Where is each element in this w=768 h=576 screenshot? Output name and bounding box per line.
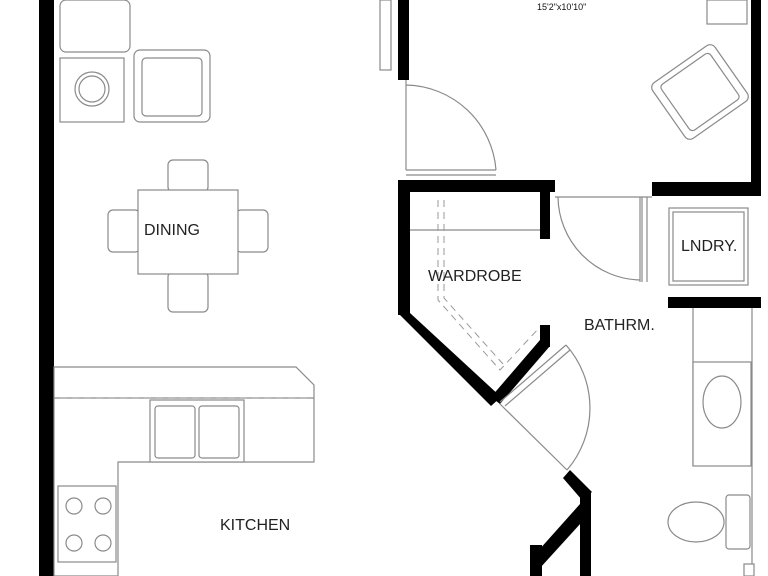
wall-wardrobe-left: [398, 180, 410, 315]
wall-wardrobe-diagonal: [398, 313, 501, 406]
dining-set: [107, 159, 269, 313]
toilet-tank: [725, 494, 751, 550]
exterior-wall-right: [751, 0, 761, 196]
nightstand: [706, 0, 748, 25]
burner-icon-4: [94, 534, 112, 552]
entry-threshold: [499, 403, 568, 471]
entry-door-leaf-2: [504, 349, 571, 407]
room-labels: DINING WARDROBE LNDRY. BATHRM. KITCHEN 1…: [144, 2, 737, 534]
upper-left-furniture: [59, 0, 211, 123]
wall-laundry-bottom: [668, 297, 761, 308]
wardrobe-rod-dashed-2: [443, 200, 504, 365]
wall-entry-vertical: [580, 492, 591, 576]
wall-laundry-top: [652, 182, 761, 196]
dining-chair-right: [235, 209, 269, 253]
armchair-upper-left-seat: [141, 57, 203, 117]
sink-icon: [702, 375, 742, 429]
burner-icon-1: [65, 497, 83, 515]
dining-chair-left: [107, 209, 141, 253]
sink-basin-left: [154, 405, 196, 459]
wall-wardrobe-right-upper: [540, 192, 550, 239]
burner-icon-2: [94, 497, 112, 515]
bathroom-fixtures: [667, 361, 755, 576]
wardrobe-label: WARDROBE: [428, 268, 522, 285]
kitchen: [53, 366, 315, 576]
dining-table: [137, 189, 239, 275]
bathroom-label: BATHRM.: [584, 317, 655, 334]
doors: [405, 80, 641, 471]
bedroom-armchair-seat: [660, 52, 740, 132]
sink-basin-right: [198, 405, 240, 459]
entry-door-leaf: [499, 344, 567, 403]
walls: [39, 0, 761, 576]
bedroom-door-swing: [405, 84, 497, 171]
entry-door-swing: [565, 344, 591, 471]
wall-wardrobe-right-lower: [540, 325, 550, 347]
bathroom-door-swing: [557, 196, 641, 281]
laundry-machine-inner: [672, 211, 745, 282]
dining-chair-bottom: [167, 271, 209, 313]
room-dimension-label: 15'2"x10'10": [537, 2, 586, 12]
dining-chair-top: [167, 159, 209, 193]
kitchen-label: KITCHEN: [220, 517, 290, 534]
laundry: [668, 207, 749, 286]
stove: [57, 485, 117, 563]
burner-icon-3: [65, 534, 83, 552]
exterior-wall-left: [39, 0, 54, 576]
wall-entry-bottom: [530, 545, 542, 576]
wardrobe-rod-dashed: [437, 200, 541, 371]
wardrobe-rod: [410, 200, 541, 371]
dining-label: DINING: [144, 222, 200, 239]
wall-entry-lower-diagonal: [530, 504, 591, 568]
bedroom-furniture: [651, 0, 749, 140]
cabinet-top-left: [59, 0, 131, 53]
laundry-label: LNDRY.: [681, 238, 737, 255]
bath-corner-fixture: [743, 563, 755, 576]
wall-upper-partition: [398, 0, 409, 80]
wall-wardrobe-bottom-diagonal: [491, 340, 550, 404]
window-sill-upper: [379, 0, 392, 71]
appliance-drum-inner-icon: [78, 75, 106, 103]
wall-corridor-top: [398, 180, 555, 192]
toilet-bowl-icon: [667, 501, 725, 543]
